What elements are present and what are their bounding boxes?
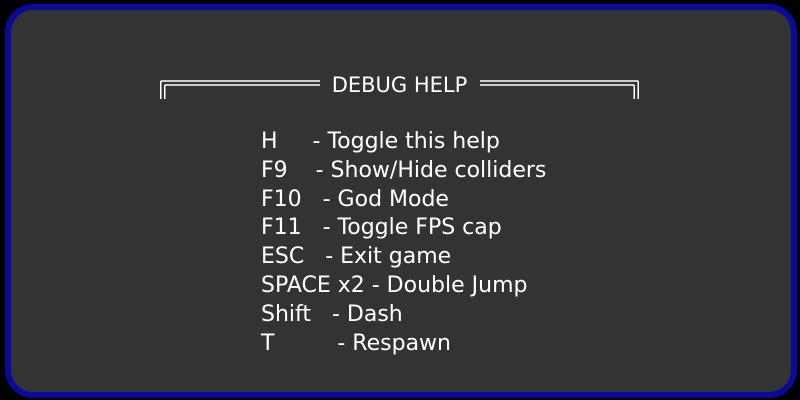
help-line-toggle-help: H - Toggle this help bbox=[261, 129, 500, 154]
debug-help-header: DEBUG HELP bbox=[160, 70, 639, 100]
help-line-god-mode: F10 - God Mode bbox=[261, 186, 449, 212]
debug-help-panel bbox=[5, 4, 797, 398]
help-line-colliders: F9 - Show/Hide colliders bbox=[261, 157, 547, 183]
help-line-double-jump: SPACE x2 - Double Jump bbox=[261, 272, 528, 298]
header-frame-lines bbox=[160, 80, 639, 99]
help-line-exit: ESC - Exit game bbox=[261, 244, 452, 270]
help-line-dash: Shift - Dash bbox=[261, 301, 403, 327]
help-line-fps-cap: F11 - Toggle FPS cap bbox=[261, 215, 502, 241]
help-list: H - Toggle this help F9 - Show/Hide coll… bbox=[261, 128, 546, 358]
help-line-respawn: T - Respawn bbox=[261, 330, 451, 356]
